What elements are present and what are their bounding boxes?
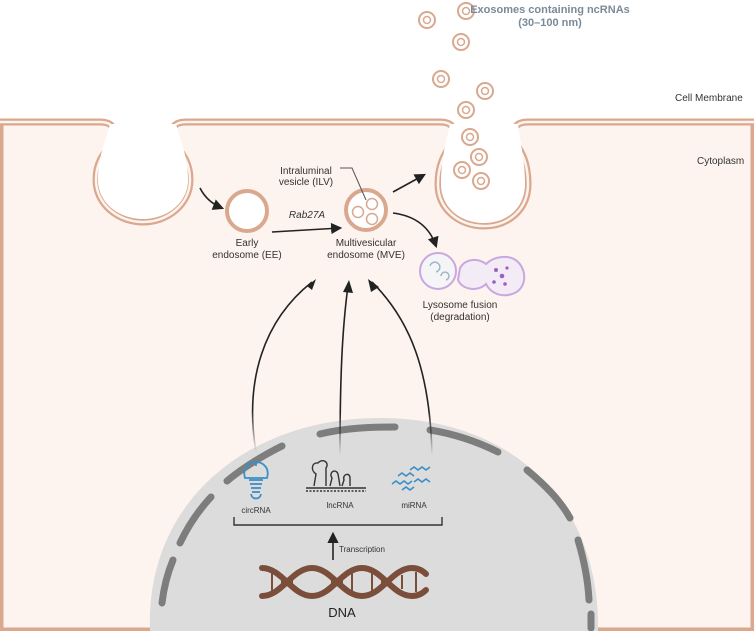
arrow-head [343, 280, 353, 293]
arrow-circrna-to-mve [251, 281, 313, 453]
ilv-label-line2: vesicle (ILV) [278, 177, 334, 188]
arrow-mve-to-lysosome [392, 212, 439, 249]
exosomes-size: (30–100 nm) [518, 17, 582, 29]
lysosome-label-line1: Lysosome fusion [422, 300, 498, 311]
dna-label: DNA [328, 605, 356, 620]
nuclear-envelope [158, 423, 595, 631]
exosomes-group [418, 2, 494, 190]
circrna-icon [243, 461, 269, 500]
multivesicular-endosome [344, 188, 388, 232]
arrow-head [307, 279, 316, 290]
arrow-mirna-to-mve [371, 281, 433, 456]
mirna-icon [391, 466, 431, 491]
endocytic-pit [98, 124, 188, 219]
exosome [452, 33, 470, 51]
ilv-label-line1: Intraluminal [280, 166, 332, 177]
early-endosome [225, 189, 269, 233]
lysosome-fusion-icon [419, 252, 526, 297]
arrow-head [368, 279, 379, 292]
lncrna-label: lncRNA [326, 501, 354, 510]
dna-helix-icon [259, 564, 429, 600]
early-endosome-label-line2: endosome (EE) [212, 250, 282, 261]
rab27a-label: Rab27A [288, 210, 326, 221]
mve-label-line1: Multivesicular [335, 238, 397, 249]
exosome [457, 2, 475, 20]
lncrna-icon [306, 460, 366, 492]
ilv-pointer-line [340, 167, 367, 201]
cell-membrane-label: Cell Membrane [675, 93, 743, 104]
transcription-label: Transcription [339, 545, 385, 554]
exosome [461, 128, 479, 146]
arrow-mve-to-membrane [392, 173, 426, 193]
mve-label-line2: endosome (MVE) [327, 250, 405, 261]
early-endosome-label-line1: Early [235, 238, 259, 249]
exosome [418, 11, 436, 29]
arrow-ee-to-mve [271, 222, 343, 235]
exosome [472, 172, 490, 190]
arrow-lncrna-to-mve [339, 285, 349, 456]
cytoplasm-label: Cytoplasm [697, 156, 745, 167]
exosome [457, 101, 475, 119]
exosome [476, 82, 494, 100]
rna-bracket [233, 517, 443, 526]
exosome [470, 148, 488, 166]
mirna-label: miRNA [401, 501, 427, 510]
lysosome-label-line2: (degradation) [430, 312, 490, 323]
arrow-pit-to-ee [199, 187, 225, 210]
exosome [453, 161, 471, 179]
circrna-label: circRNA [241, 506, 271, 515]
exosomes-title: Exosomes containing ncRNAs [470, 4, 630, 16]
exosome [432, 70, 450, 88]
